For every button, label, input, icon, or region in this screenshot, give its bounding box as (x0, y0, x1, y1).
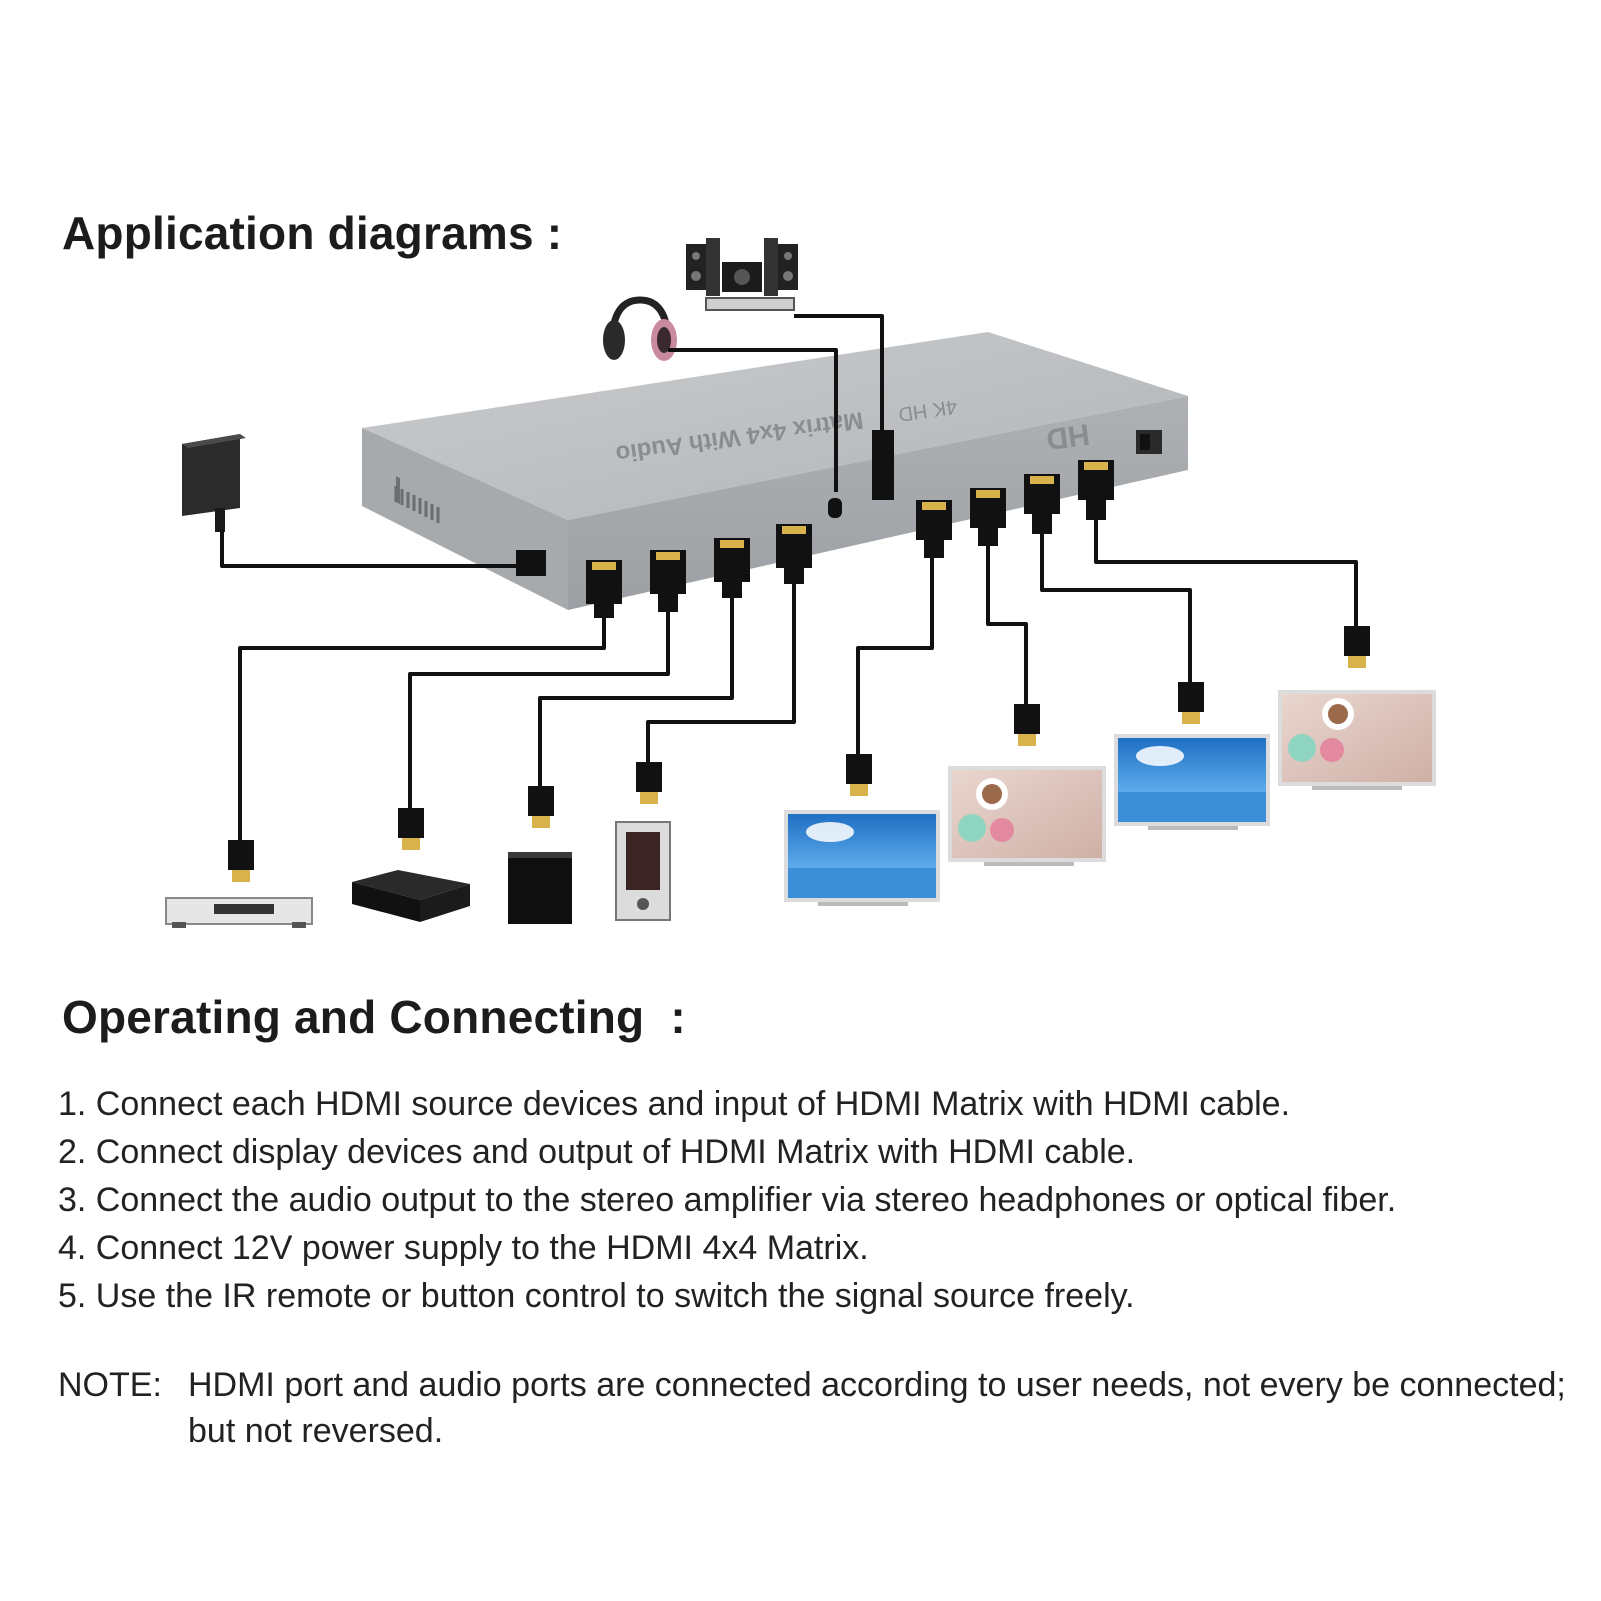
optical-cable (794, 314, 884, 446)
step-2: 2. Connect display devices and output of… (58, 1133, 1136, 1171)
tv-display-2 (948, 766, 1106, 866)
speaker-system-icon (686, 238, 798, 311)
power-cable (220, 530, 528, 568)
output-cable-2 (986, 546, 1028, 708)
cables (220, 314, 1358, 844)
note-text: HDMI port and audio ports are connected … (188, 1366, 1566, 1450)
headphones-icon (603, 296, 677, 361)
step-3: 3. Connect the audio output to the stere… (58, 1181, 1397, 1219)
game-console-icon (508, 852, 572, 924)
hdmi-plugs-on-device (516, 430, 1114, 618)
output-cable-3 (1040, 534, 1192, 686)
tv-display-4 (1278, 690, 1436, 790)
note-label: NOTE: (58, 1366, 162, 1404)
step-1: 1. Connect each HDMI source devices and … (58, 1085, 1291, 1123)
application-diagrams-heading: Application diagrams : (62, 207, 563, 259)
output-cable-1 (856, 556, 934, 758)
hdmi-matrix-device: HD 4K HD Matrix 4x4 With Audio (362, 332, 1188, 610)
instruction-steps: 1. Connect each HDMI source devices and … (58, 1080, 1396, 1320)
step-5: 5. Use the IR remote or button control t… (58, 1277, 1135, 1315)
step-4: 4. Connect 12V power supply to the HDMI … (58, 1229, 869, 1267)
media-player-icon (615, 821, 671, 921)
device-brand-label: HD (1044, 417, 1092, 456)
operating-connecting-heading: Operating and Connecting : (62, 991, 686, 1043)
input-cable-3 (538, 596, 734, 790)
input-cable-1 (238, 618, 606, 844)
input-cable-4 (646, 582, 796, 766)
dvd-player-icon (165, 897, 313, 928)
set-top-box-icon (352, 870, 470, 922)
power-adapter-icon (182, 434, 246, 532)
tv-display-3 (1114, 734, 1270, 830)
output-cable-4 (1094, 520, 1358, 630)
hdmi-plugs-at-devices (228, 626, 1370, 882)
headphone-cable (668, 348, 838, 492)
tv-display-1 (784, 810, 940, 906)
input-cable-2 (408, 612, 670, 812)
